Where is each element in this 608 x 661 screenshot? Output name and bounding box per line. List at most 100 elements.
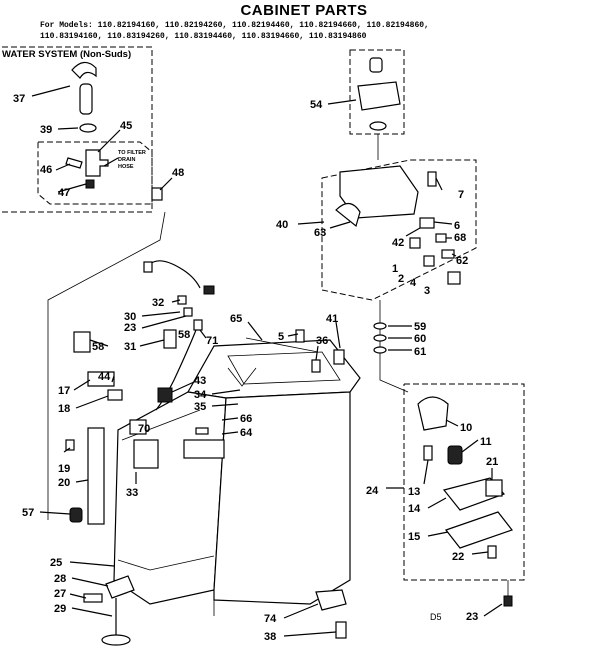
callout-64: 64	[240, 427, 253, 439]
callout-27: 27	[54, 588, 66, 600]
clip-part-41	[333, 349, 345, 365]
callout-20: 20	[58, 477, 70, 489]
callout-38: 38	[264, 631, 276, 643]
callout-61: 61	[414, 346, 426, 358]
control-panel-assembly: 7 40 63 6 42 68 62 1 2 4 3	[276, 159, 477, 301]
console-end-part	[335, 202, 361, 228]
clamp-part-21	[485, 479, 503, 497]
callout-30: 30	[124, 311, 136, 323]
switch-box-part-33	[133, 439, 159, 469]
callout-17: 17	[58, 385, 70, 397]
valve-part	[409, 237, 421, 249]
callout-31: 31	[124, 341, 136, 353]
switch-part-31	[163, 329, 177, 349]
plug-part	[143, 261, 153, 273]
foot-part-57	[69, 507, 83, 523]
leveling-leg-part-29	[101, 634, 131, 646]
water-system-inset: TO FILTER DRAIN HOSE 37 39 45 46 47 48	[2, 46, 184, 213]
callout-68: 68	[454, 232, 466, 244]
callout-4: 4	[410, 277, 417, 289]
callout-39: 39	[40, 124, 52, 136]
bolt-23-group: 23	[466, 580, 513, 623]
o-ring-part-60	[373, 334, 387, 342]
callout-28: 28	[54, 573, 66, 585]
clamp-part	[85, 179, 95, 189]
callout-40: 40	[276, 219, 288, 231]
inset-note-line-1: TO FILTER	[118, 150, 146, 156]
callout-71: 71	[206, 335, 218, 347]
nut-part-23	[183, 307, 193, 317]
callout-24: 24	[366, 485, 379, 497]
clip-part-58	[193, 319, 203, 331]
cabinet-side-part	[213, 391, 351, 605]
screw-part-22	[487, 545, 497, 559]
callout-60: 60	[414, 333, 426, 345]
screw-part	[427, 171, 437, 187]
callout-7: 7	[458, 189, 464, 201]
plate-part-15	[445, 511, 513, 549]
cabinet	[113, 337, 361, 616]
callout-62: 62	[456, 255, 468, 267]
knob-part	[369, 57, 383, 73]
valve-part-58	[73, 331, 91, 353]
drain-tee-part	[85, 149, 109, 177]
callout-37: 37	[13, 93, 25, 105]
diagram-code: D5	[430, 612, 442, 622]
callout-70: 70	[138, 423, 150, 435]
callout-18: 18	[58, 403, 70, 415]
screw-part-19	[65, 439, 75, 451]
bolt-part	[423, 445, 433, 461]
callout-19: 19	[58, 463, 70, 475]
callout-42: 42	[392, 237, 404, 249]
callout-57: 57	[22, 507, 34, 519]
valve-part-2	[423, 255, 435, 267]
callout-13: 13	[408, 486, 420, 498]
callout-3: 3	[424, 285, 430, 297]
pump-part	[417, 396, 449, 431]
inset-note-line-2: DRAIN	[118, 157, 135, 163]
o-ring-part-61	[373, 346, 387, 354]
callout-66: 66	[240, 413, 252, 425]
callout-22: 22	[452, 551, 464, 563]
callout-5: 5	[278, 331, 284, 343]
timer-assembly: 54	[310, 49, 405, 160]
screw-part-36	[311, 359, 321, 373]
plug-part-2	[203, 285, 215, 295]
timer-part	[357, 81, 401, 111]
callout-23c: 23	[466, 611, 478, 623]
callout-15: 15	[408, 531, 420, 543]
leg-assembly: 28 27 29	[54, 573, 135, 646]
hose-segment-part	[79, 83, 93, 115]
motor-clip-part-43	[157, 387, 173, 403]
small-hose-part	[65, 157, 83, 169]
wire-harness-part	[149, 260, 201, 289]
model-list-line-2: 110.83194160, 110.83194260, 110.83194460…	[40, 32, 367, 41]
water-system-inset-label: WATER SYSTEM (Non-Suds)	[2, 49, 132, 60]
console-part	[339, 165, 419, 219]
left-hardware	[65, 260, 345, 525]
callout-25: 25	[50, 557, 62, 569]
inset-note-line-3: HOSE	[118, 164, 134, 170]
callout-44: 44	[98, 371, 111, 383]
callout-1: 1	[392, 263, 398, 275]
pressure-switch-part-70	[129, 419, 147, 435]
rear-leg-assembly: 74 38	[264, 589, 347, 643]
callout-32: 32	[152, 297, 164, 309]
model-list-line-1: For Models: 110.82194160, 110.82194260, …	[40, 21, 429, 30]
screw-part-5	[295, 329, 305, 343]
callout-43: 43	[194, 375, 206, 387]
clip-part	[435, 233, 447, 243]
rear-leg-part-38	[335, 621, 347, 639]
callout-58b: 58	[92, 341, 104, 353]
callout-6: 6	[454, 220, 460, 232]
callout-65: 65	[230, 313, 242, 325]
callout-63: 63	[314, 227, 326, 239]
callout-10: 10	[460, 422, 472, 434]
callout-58a: 58	[178, 329, 190, 341]
bracket-part	[151, 187, 163, 201]
callout-47: 47	[58, 187, 70, 199]
callout-36: 36	[316, 335, 328, 347]
callout-21: 21	[486, 456, 498, 468]
